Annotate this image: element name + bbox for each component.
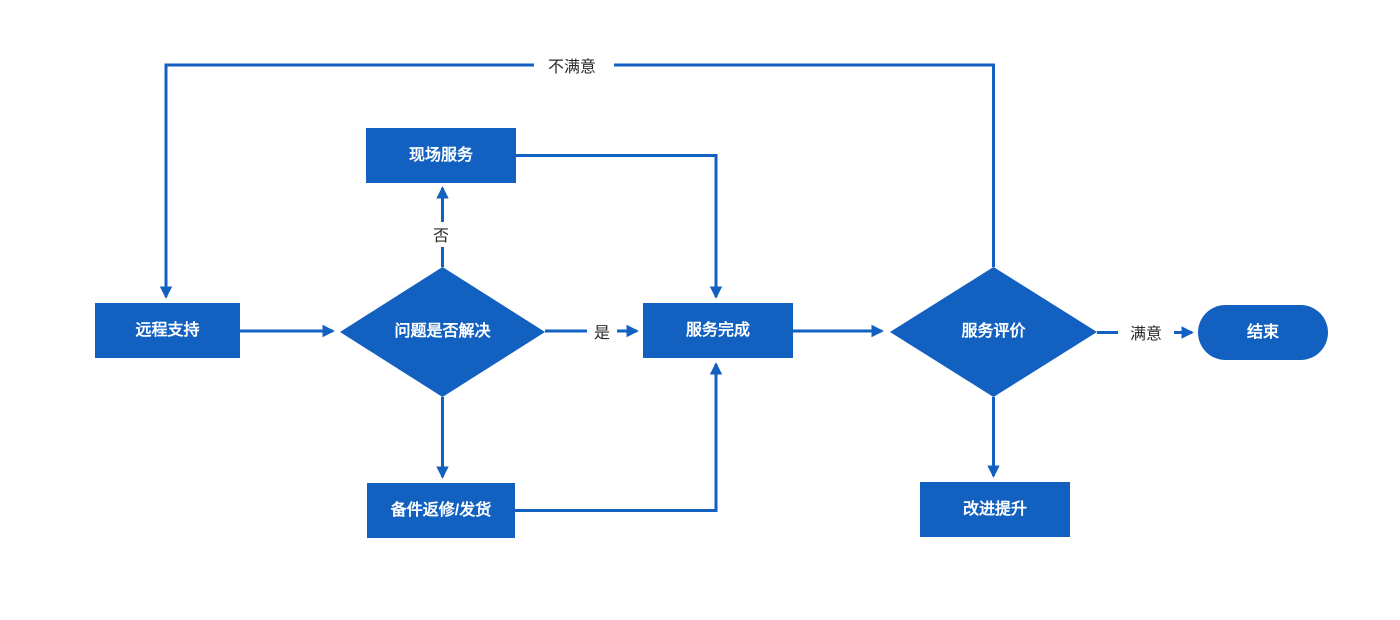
node-end[interactable]: 结束 xyxy=(1198,305,1328,360)
node-onsite-service[interactable]: 现场服务 xyxy=(366,128,516,183)
edge-label-satisfied: 满意 xyxy=(1124,320,1168,344)
node-parts-repair[interactable]: 备件返修/发货 xyxy=(367,483,515,538)
node-remote-support[interactable]: 远程支持 xyxy=(95,303,240,358)
edge-label-yes: 是 xyxy=(588,319,616,343)
edge-onsite-to-complete xyxy=(516,154,723,299)
edge-label-no: 否 xyxy=(427,222,455,246)
edge-eval-to-remote-a xyxy=(614,63,995,267)
edge-parts-to-complete xyxy=(515,362,723,512)
edge-eval-to-remote-b xyxy=(159,63,534,299)
node-service-complete[interactable]: 服务完成 xyxy=(643,303,793,358)
edge-label-unsatisfied: 不满意 xyxy=(542,53,602,77)
node-improvement[interactable]: 改进提升 xyxy=(920,482,1070,537)
